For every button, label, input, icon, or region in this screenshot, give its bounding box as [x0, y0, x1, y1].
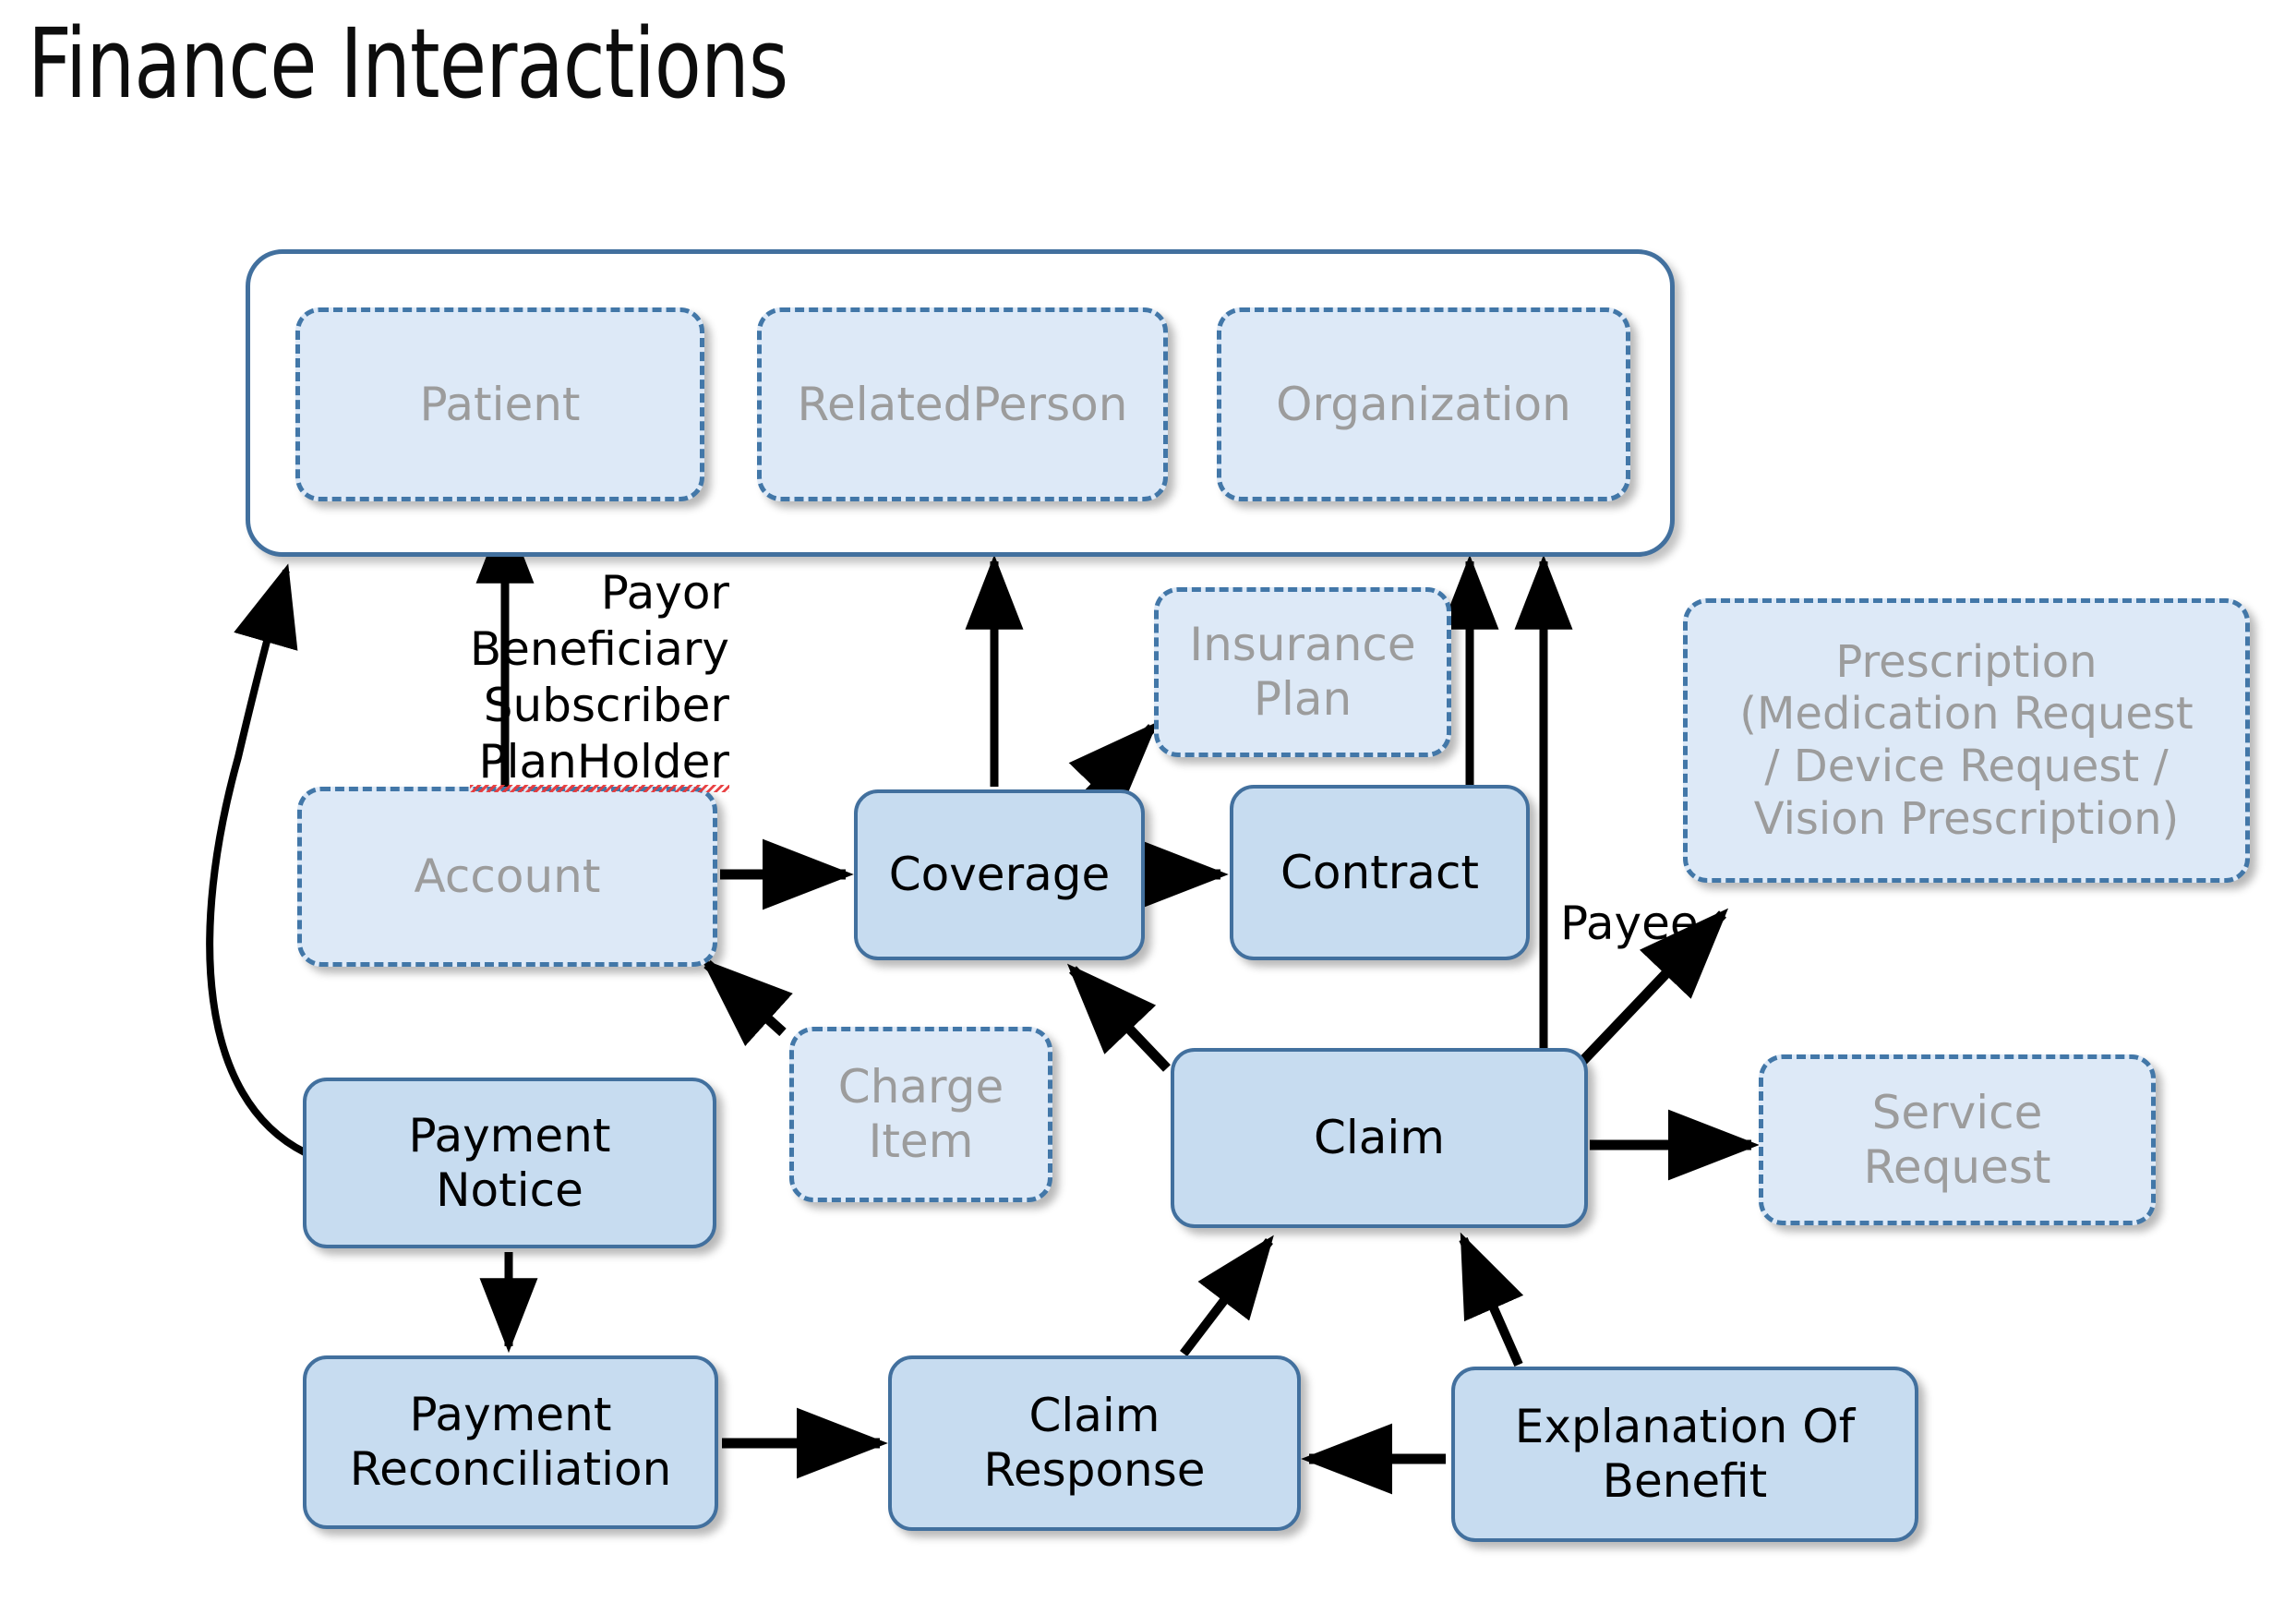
- node-claim[interactable]: Claim: [1171, 1048, 1588, 1228]
- edge-label-coverage-role-label: Payor Beneficiary Subscriber PlanHolder: [469, 566, 729, 789]
- node-label-patient: Patient: [419, 377, 581, 431]
- node-label-service-request: Service Request: [1863, 1085, 2051, 1194]
- node-payment-notice[interactable]: Payment Notice: [303, 1078, 716, 1248]
- node-label-contract: Contract: [1280, 845, 1480, 899]
- node-organization[interactable]: Organization: [1217, 307, 1630, 501]
- node-service-request[interactable]: Service Request: [1759, 1054, 2156, 1225]
- node-label-payment-reconciliation: Payment Reconciliation: [349, 1388, 672, 1496]
- node-label-claim: Claim: [1313, 1111, 1446, 1164]
- node-insurance-plan[interactable]: Insurance Plan: [1154, 587, 1451, 757]
- node-label-organization: Organization: [1276, 377, 1571, 431]
- edge-payment-notice-to-actor-group: [206, 563, 307, 1156]
- node-label-insurance-plan: Insurance Plan: [1189, 618, 1416, 726]
- node-label-prescription: Prescription (Medication Request / Devic…: [1739, 635, 2194, 845]
- node-account[interactable]: Account: [297, 787, 717, 967]
- page-title: Finance Interactions: [28, 7, 788, 120]
- edge-charge-item-to-account: [701, 958, 793, 1047]
- node-charge-item[interactable]: Charge Item: [789, 1027, 1052, 1202]
- spellcheck-squiggle: [469, 785, 729, 792]
- node-coverage[interactable]: Coverage: [854, 789, 1145, 960]
- edge-claim-to-coverage: [1066, 963, 1171, 1072]
- node-contract[interactable]: Contract: [1230, 785, 1530, 960]
- node-label-related-person: RelatedPerson: [797, 377, 1128, 431]
- node-prescription[interactable]: Prescription (Medication Request / Devic…: [1683, 598, 2250, 883]
- node-label-charge-item: Charge Item: [837, 1060, 1004, 1168]
- node-label-explanation-of-benefit: Explanation Of Benefit: [1514, 1400, 1856, 1508]
- node-label-coverage: Coverage: [888, 848, 1111, 901]
- node-label-claim-response: Claim Response: [983, 1389, 1206, 1497]
- edge-label-payee-label: Payee: [1560, 897, 1699, 950]
- node-explanation-of-benefit[interactable]: Explanation Of Benefit: [1451, 1367, 1918, 1542]
- node-claim-response[interactable]: Claim Response: [888, 1355, 1301, 1531]
- node-payment-reconciliation[interactable]: Payment Reconciliation: [303, 1355, 718, 1529]
- edge-claim-response-to-claim: [1180, 1235, 1274, 1357]
- node-related-person[interactable]: RelatedPerson: [757, 307, 1168, 501]
- node-label-account: Account: [414, 849, 601, 903]
- node-patient[interactable]: Patient: [295, 307, 704, 501]
- node-label-payment-notice: Payment Notice: [408, 1108, 611, 1217]
- edge-explanation-of-benefit-to-claim: [1459, 1232, 1524, 1367]
